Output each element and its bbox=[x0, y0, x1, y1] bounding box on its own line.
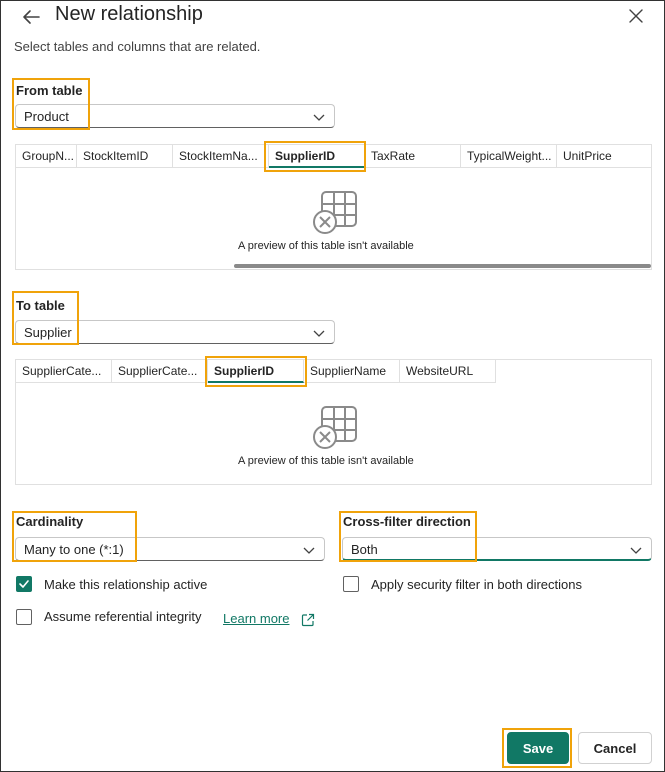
to-column-header[interactable]: WebsiteURL bbox=[400, 360, 496, 383]
from-table-value: Product bbox=[24, 109, 69, 124]
security-filter-checkbox[interactable] bbox=[343, 576, 359, 592]
from-table-empty-message: A preview of this table isn't available bbox=[238, 240, 414, 252]
table-unavailable-icon bbox=[313, 191, 357, 234]
chevron-down-icon bbox=[630, 547, 642, 554]
from-column-header[interactable]: GroupN... bbox=[16, 145, 77, 168]
active-checkbox[interactable] bbox=[16, 576, 32, 592]
active-label: Make this relationship active bbox=[44, 577, 208, 592]
referential-integrity-label: Assume referential integrity bbox=[44, 609, 202, 624]
cross-filter-label: Cross-filter direction bbox=[343, 514, 471, 529]
to-table-preview: SupplierCate... SupplierCate... Supplier… bbox=[15, 359, 652, 485]
open-external-icon[interactable] bbox=[301, 613, 315, 627]
horizontal-scrollbar[interactable] bbox=[234, 264, 651, 268]
from-table-dropdown[interactable]: Product bbox=[15, 104, 335, 128]
to-table-columns: SupplierCate... SupplierCate... Supplier… bbox=[16, 360, 496, 383]
from-table-preview: GroupN... StockItemID StockItemNa... Sup… bbox=[15, 144, 652, 270]
save-button[interactable]: Save bbox=[507, 732, 569, 764]
to-column-header[interactable]: SupplierName bbox=[304, 360, 400, 383]
from-column-header[interactable]: StockItemID bbox=[77, 145, 173, 168]
chevron-down-icon bbox=[303, 547, 315, 554]
to-column-header[interactable]: SupplierCate... bbox=[16, 360, 112, 383]
referential-integrity-checkbox[interactable] bbox=[16, 609, 32, 625]
checkmark-icon bbox=[19, 580, 29, 588]
close-icon[interactable] bbox=[627, 7, 645, 25]
cross-filter-value: Both bbox=[351, 542, 378, 557]
chevron-down-icon bbox=[313, 114, 325, 121]
table-unavailable-icon bbox=[313, 406, 357, 449]
dialog-subtitle: Select tables and columns that are relat… bbox=[14, 39, 261, 54]
cardinality-label: Cardinality bbox=[16, 514, 84, 529]
from-column-header[interactable]: TaxRate bbox=[365, 145, 461, 168]
from-column-header[interactable]: TypicalWeight... bbox=[461, 145, 557, 168]
cross-filter-dropdown[interactable]: Both bbox=[342, 537, 652, 561]
security-filter-label: Apply security filter in both directions bbox=[371, 577, 582, 592]
cardinality-value: Many to one (*:1) bbox=[24, 542, 124, 557]
to-column-header[interactable]: SupplierCate... bbox=[112, 360, 208, 383]
from-column-header-selected[interactable]: SupplierID bbox=[269, 145, 365, 168]
from-column-header[interactable]: StockItemNa... bbox=[173, 145, 269, 168]
to-table-value: Supplier bbox=[24, 325, 72, 340]
cancel-button[interactable]: Cancel bbox=[578, 732, 652, 764]
from-table-columns: GroupN... StockItemID StockItemNa... Sup… bbox=[16, 145, 651, 168]
arrow-left-icon[interactable] bbox=[19, 5, 43, 29]
chevron-down-icon bbox=[313, 330, 325, 337]
dialog-title: New relationship bbox=[55, 3, 203, 25]
to-table-label: To table bbox=[16, 298, 65, 313]
to-column-header-selected[interactable]: SupplierID bbox=[208, 360, 304, 383]
cardinality-dropdown[interactable]: Many to one (*:1) bbox=[15, 537, 325, 561]
to-table-empty-message: A preview of this table isn't available bbox=[238, 455, 414, 467]
learn-more-link[interactable]: Learn more bbox=[223, 611, 290, 626]
from-column-header[interactable]: UnitPrice bbox=[557, 145, 651, 168]
from-table-label: From table bbox=[16, 83, 83, 98]
to-table-dropdown[interactable]: Supplier bbox=[15, 320, 335, 344]
